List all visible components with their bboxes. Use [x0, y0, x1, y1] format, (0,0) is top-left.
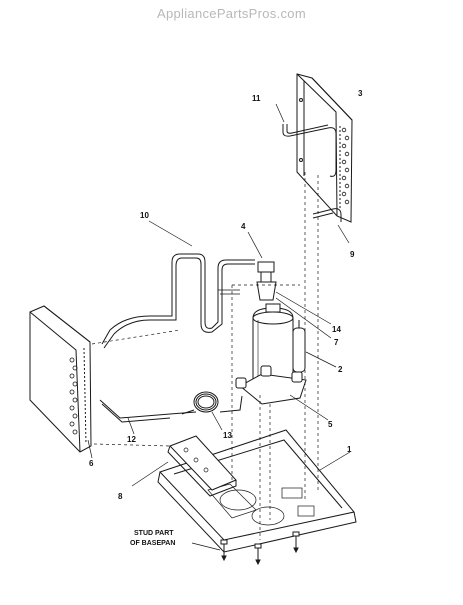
valve-fitting-part-4 — [247, 231, 277, 301]
assembly-guide-lines — [91, 172, 319, 540]
discharge-tube-part-10 — [101, 220, 255, 349]
callout-10: 10 — [140, 211, 149, 220]
callout-4: 4 — [241, 222, 246, 231]
condenser-coil-part-3 — [296, 73, 353, 223]
callout-5: 5 — [328, 420, 333, 429]
stud-caption-line-2: OF BASEPAN — [130, 540, 175, 547]
capillary-coil-part-13 — [181, 391, 223, 431]
callout-12: 12 — [127, 435, 136, 444]
accumulator-part-2 — [292, 320, 337, 382]
callout-14: 14 — [332, 325, 341, 334]
drain-pan-part-8 — [131, 435, 237, 497]
callout-13: 13 — [223, 431, 232, 440]
watermark-text: AppliancePartsPros.com — [157, 6, 306, 21]
tube-part-9 — [312, 208, 350, 244]
callout-8: 8 — [118, 492, 123, 501]
evaporator-coil-part-6 — [29, 305, 93, 459]
compressor-base-part-5 — [235, 365, 329, 421]
stud-caption-line-1: STUD PART — [134, 530, 174, 537]
callout-11: 11 — [252, 94, 261, 103]
callout-7: 7 — [334, 338, 339, 347]
callout-6: 6 — [89, 459, 94, 468]
callout-9: 9 — [350, 250, 355, 259]
tube-part-11 — [275, 103, 337, 177]
suction-tube-part-12 — [99, 395, 243, 435]
callout-2: 2 — [338, 365, 343, 374]
base-studs — [191, 531, 300, 566]
callout-1: 1 — [347, 445, 352, 454]
callout-labels: 3 11 9 10 4 14 7 2 5 12 13 6 1 8 STUD PA… — [89, 89, 363, 547]
callout-3: 3 — [358, 89, 363, 98]
